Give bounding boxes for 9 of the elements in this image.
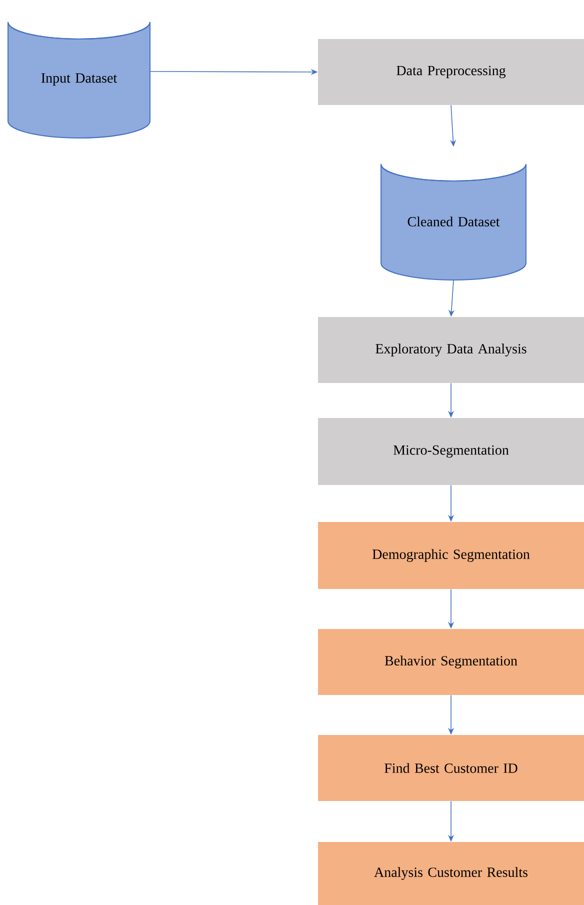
process-box: Behavior Segmentation xyxy=(318,629,584,695)
process-box: Exploratory Data Analysis xyxy=(318,317,584,383)
process-box: Demographic Segmentation xyxy=(318,522,584,589)
process-box: Analysis Customer Results xyxy=(318,842,584,905)
database-cylinder: Input Dataset xyxy=(8,22,150,138)
process-box: Data Preprocessing xyxy=(318,39,584,105)
database-cylinder: Cleaned Dataset xyxy=(380,164,526,280)
process-box: Micro-Segmentation xyxy=(318,418,584,485)
process-box: Find Best Customer ID xyxy=(318,735,584,801)
